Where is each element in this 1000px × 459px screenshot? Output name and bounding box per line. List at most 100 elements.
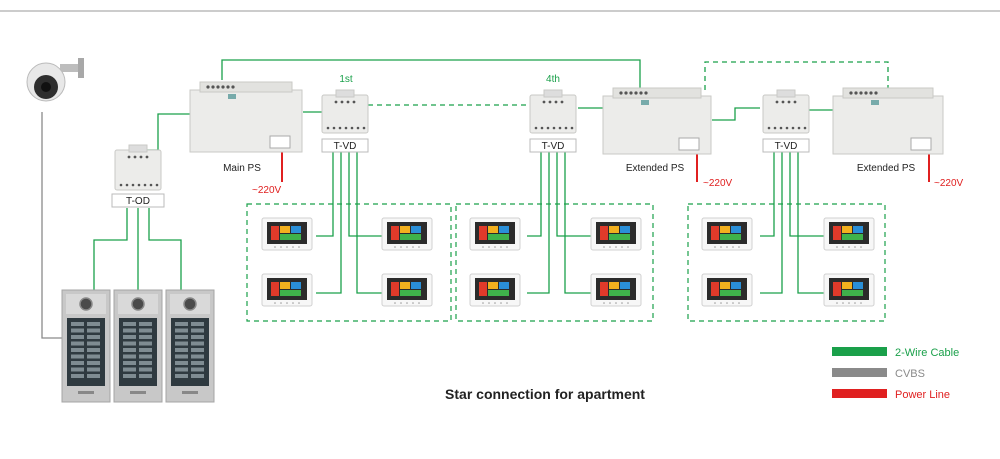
tvd-distributor-3-terminal [797, 126, 801, 130]
extended-power-supply-1-terminal [639, 91, 643, 95]
tod-distributor-terminal [127, 155, 131, 159]
indoor-monitor-icon-tile [280, 282, 290, 289]
group3-wire-br [797, 152, 824, 294]
monitor-groups [246, 203, 886, 322]
wire-mainps-extps [221, 59, 641, 90]
tvd-label-box-3-frame [762, 138, 810, 153]
indoor-monitor-icon-key [836, 246, 838, 248]
tod-distributor-terminal [137, 183, 141, 187]
indoor-monitor-icon-tile [499, 226, 509, 233]
tvd-distributor-1st-terminal [326, 126, 330, 130]
indoor-monitor-icon-tile [620, 282, 630, 289]
door-station-icon-lens [131, 297, 145, 311]
main-power-supply-terminal [216, 85, 220, 89]
indoor-monitor-icon-key [842, 302, 844, 304]
door-station-icon-button [191, 354, 204, 359]
indoor-monitor-icon-tile [488, 234, 509, 240]
indoor-monitor-icon-key [738, 246, 740, 248]
main-power-supply-terminal [211, 85, 215, 89]
door-station-icon-lens [79, 297, 93, 311]
tvd-distributor-3-terminal [781, 100, 785, 104]
indoor-monitor-icon-tile [833, 282, 841, 296]
extended-power-supply-2-terminal [874, 91, 878, 95]
indoor-monitor-icon-key [298, 302, 300, 304]
tvd-distributor-1st-terminal [340, 100, 344, 104]
indoor-monitor-icon-key [720, 246, 722, 248]
indoor-monitor-icon-key [848, 302, 850, 304]
indoor-monitor-icon-key [482, 302, 484, 304]
indoor-monitor-icon [261, 217, 313, 251]
door-station-icon-slot [130, 391, 146, 394]
tvd-label-box-2-frame [529, 138, 577, 153]
indoor-monitor-icon-key [488, 246, 490, 248]
extended-power-supply-2-terminal [859, 91, 863, 95]
tvd-distributor-4th-terminal [570, 126, 574, 130]
indoor-monitor-icon-key [720, 302, 722, 304]
indoor-monitor-icon-key [298, 246, 300, 248]
extended-power-supply-1-terminal [644, 91, 648, 95]
tvd-distributor-3-terminal [793, 100, 797, 104]
tvd-distributor-1st-terminal [346, 100, 350, 104]
group2-wire-br [564, 152, 591, 294]
tvd-distributor-3-terminal [785, 126, 789, 130]
door-station-icon-button [191, 328, 204, 333]
indoor-monitor-icon-tile [833, 226, 841, 240]
indoor-monitor-icon-tile [400, 282, 410, 289]
extended-ps-label-2: Extended PS [857, 163, 916, 174]
door-station-icon-button [175, 328, 188, 333]
indoor-monitor-icon-key [615, 302, 617, 304]
indoor-monitor-icon-key [286, 302, 288, 304]
indoor-monitor-icon-tile [411, 226, 421, 233]
door-station-icon-button [139, 348, 152, 352]
indoor-monitor-icon-key [292, 302, 294, 304]
dome-camera-icon-mount [78, 58, 84, 78]
tod-distributor-terminal [139, 155, 143, 159]
wire-panel1-tod [93, 208, 128, 292]
wire-extps1-tvd3 [712, 107, 760, 121]
indoor-monitor-icon-key [714, 246, 716, 248]
indoor-monitor-icon-key [621, 302, 623, 304]
indoor-monitor-icon-tile [600, 226, 608, 240]
indoor-monitor-icon-tile [411, 282, 421, 289]
indoor-monitor-icon-tile [488, 282, 498, 289]
indoor-monitor-icon-key [836, 302, 838, 304]
door-station-icon-slot [78, 391, 94, 394]
door-station-icon-button [139, 335, 152, 339]
indoor-monitor-icon-key [400, 246, 402, 248]
door-station-icon-button [175, 335, 188, 339]
indoor-monitor-icon-tile [720, 234, 741, 240]
indoor-monitor-icon-key [488, 302, 490, 304]
indoor-monitor-icon [823, 273, 875, 307]
door-station-icon [113, 289, 163, 403]
door-station-icon-button [175, 354, 188, 359]
door-station-icon-button [139, 354, 152, 359]
first-tvd-label: 1st [339, 74, 353, 85]
indoor-monitor-icon-key [854, 302, 856, 304]
tvd-label-box-1: T-VD [321, 138, 369, 153]
cvbs-line-camera [41, 112, 62, 339]
indoor-monitor-icon-key [292, 246, 294, 248]
extended-power-supply-2-terminal [854, 91, 858, 95]
legend-swatch-2wire [832, 347, 887, 356]
door-station-icon-button [71, 328, 84, 333]
extended-ps-label-1: Extended PS [626, 163, 685, 174]
indoor-monitor-icon-tile [499, 282, 509, 289]
wire-panel3-tod [148, 208, 182, 292]
tod-distributor-terminal [149, 183, 153, 187]
indoor-monitor-icon-key [418, 246, 420, 248]
indoor-monitor-icon-tile [609, 282, 619, 289]
tvd-distributor-4th-terminal [560, 100, 564, 104]
door-station-icon-button [175, 348, 188, 352]
door-station-icon-button [191, 367, 204, 372]
door-station-icon-button [71, 367, 84, 372]
indoor-monitor-icon-tile [280, 234, 301, 240]
indoor-monitor-icon-tile [400, 290, 421, 296]
main-power-supply-switch [269, 135, 291, 149]
door-station-icon-button [139, 328, 152, 333]
group1-wire-tr [348, 152, 382, 237]
indoor-monitor-icon-tile [720, 290, 741, 296]
indoor-monitor-icon-tile [291, 226, 301, 233]
door-station-icon-button [71, 341, 84, 346]
tvd-distributor-1st-top [335, 89, 355, 98]
